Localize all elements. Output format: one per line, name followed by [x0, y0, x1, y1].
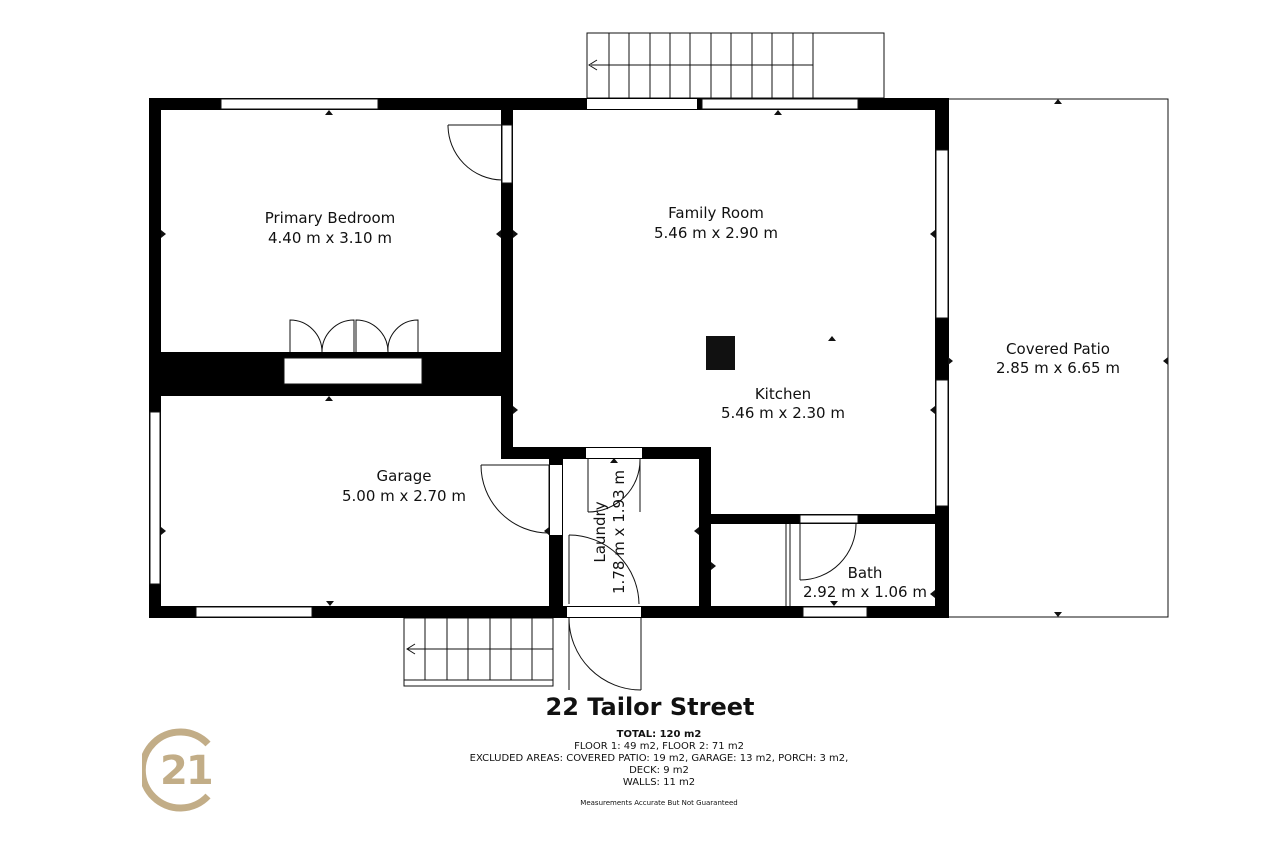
- walls: [149, 98, 949, 618]
- covered-patio-name: Covered Patio: [1006, 340, 1110, 358]
- top-stairs: [586, 32, 885, 99]
- bath-name: Bath: [848, 564, 883, 582]
- openings: [149, 98, 949, 618]
- garage-dims: 5.00 m x 2.70 m: [342, 487, 466, 505]
- kitchen-name: Kitchen: [755, 385, 811, 403]
- total-area: TOTAL: 120 m2: [616, 729, 702, 740]
- primary-bedroom-name: Primary Bedroom: [265, 209, 396, 227]
- covered-patio-dims: 2.85 m x 6.65 m: [996, 359, 1120, 377]
- logo-text: 21: [160, 748, 214, 794]
- floor-areas: FLOOR 1: 49 m2, FLOOR 2: 71 m2: [574, 741, 744, 752]
- kitchen-dims: 5.46 m x 2.30 m: [721, 404, 845, 422]
- family-room-name: Family Room: [668, 204, 764, 222]
- door-swings: [289, 124, 857, 691]
- laundry-dims: 1.78 m x 1.93 m: [610, 470, 628, 594]
- excluded-areas-line1: EXCLUDED AREAS: COVERED PATIO: 19 m2, GA…: [469, 753, 849, 764]
- dimension-markers: [161, 99, 1168, 617]
- area-summary: TOTAL: 120 m2 FLOOR 1: 49 m2, FLOOR 2: 7…: [0, 729, 1284, 789]
- property-address-title: 22 Tailor Street: [545, 693, 755, 721]
- chimney-block: [706, 336, 735, 370]
- room-labels: Primary Bedroom 4.40 m x 3.10 m Family R…: [265, 204, 1120, 601]
- bath-dims: 2.92 m x 1.06 m: [803, 583, 927, 601]
- disclaimer: Measurements Accurate But Not Guaranteed: [580, 799, 738, 807]
- century-21-logo-icon: [142, 728, 211, 812]
- covered-patio-outline: [947, 98, 1169, 618]
- family-room-dims: 5.46 m x 2.90 m: [654, 224, 778, 242]
- bottom-stairs: [403, 617, 554, 687]
- garage-name: Garage: [377, 467, 432, 485]
- excluded-areas-line2: DECK: 9 m2: [629, 765, 689, 776]
- walls-area: WALLS: 11 m2: [622, 777, 696, 788]
- primary-bedroom-dims: 4.40 m x 3.10 m: [268, 229, 392, 247]
- laundry-name: Laundry: [591, 501, 609, 562]
